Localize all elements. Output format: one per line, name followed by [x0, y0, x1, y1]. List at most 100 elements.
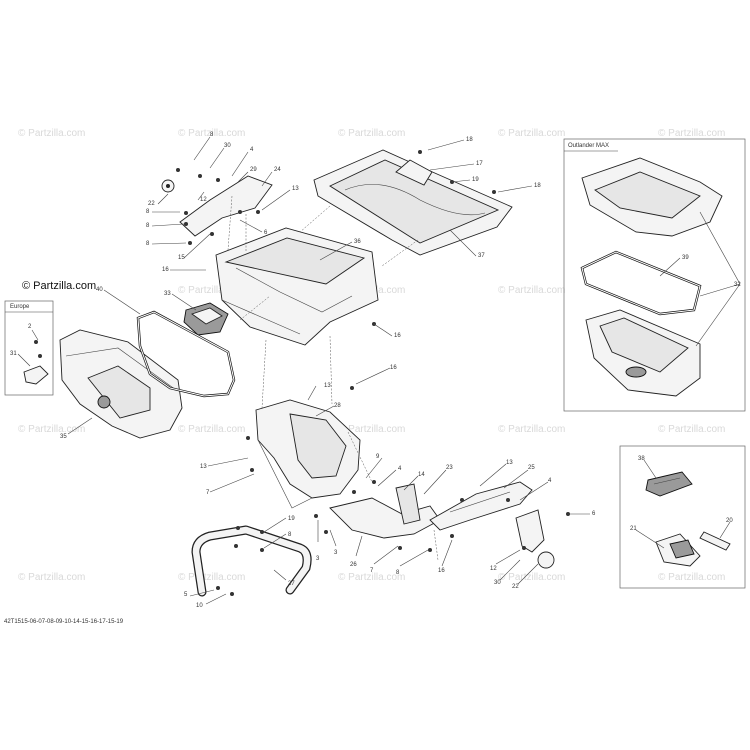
- watermark: © Partzilla.com: [338, 424, 406, 435]
- europe-inset-frame: [4, 300, 54, 396]
- watermark: © Partzilla.com: [338, 128, 406, 139]
- callout-23: 23: [446, 465, 453, 471]
- watermark: © Partzilla.com: [178, 424, 246, 435]
- callout-39: 39: [682, 255, 689, 261]
- watermark: © Partzilla.com: [18, 424, 86, 435]
- callout-28: 28: [334, 403, 341, 409]
- europe-label: Europe: [10, 304, 30, 310]
- callout-18: 18: [466, 137, 473, 143]
- gasket: [136, 310, 236, 398]
- callout-32: 32: [734, 282, 741, 288]
- callout-22: 22: [512, 584, 519, 590]
- max-box-gasket: [580, 250, 702, 316]
- callout-3: 3: [316, 556, 320, 562]
- front-bracket: [161, 175, 273, 237]
- watermark: © Partzilla.com: [658, 128, 726, 139]
- callout-24: 24: [274, 167, 281, 173]
- callout-20: 20: [726, 518, 733, 524]
- watermark: © Partzilla.com: [498, 572, 566, 583]
- callout-30: 30: [494, 580, 501, 586]
- wheel-housing: [255, 399, 361, 509]
- watermark: © Partzilla.com: [18, 128, 86, 139]
- callout-13: 13: [292, 186, 299, 192]
- callout-4: 4: [250, 147, 254, 153]
- watermark: © Partzilla.com: [658, 424, 726, 435]
- callout-8: 8: [146, 241, 150, 247]
- watermark: © Partzilla.com: [18, 572, 86, 583]
- callout-13: 13: [324, 383, 331, 389]
- watermark: © Partzilla.com: [498, 128, 566, 139]
- watermark: © Partzilla.com: [498, 285, 566, 296]
- callout-8: 8: [146, 209, 150, 215]
- brand-logo-text: © Partzilla.com: [22, 280, 97, 292]
- callout-7: 7: [206, 490, 210, 496]
- callout-4: 4: [398, 466, 402, 472]
- callout-35: 35: [60, 434, 67, 440]
- callout-8: 8: [210, 132, 214, 138]
- callout-17: 17: [476, 161, 483, 167]
- accessory-latch: [645, 471, 693, 497]
- outlander-max-frame: [563, 138, 746, 412]
- callout-8: 8: [146, 223, 150, 229]
- callout-19: 19: [288, 516, 295, 522]
- watermark: © Partzilla.com: [178, 128, 246, 139]
- accessory-kit-frame: [619, 445, 746, 589]
- callout-13: 13: [506, 460, 513, 466]
- callout-19: 19: [472, 177, 479, 183]
- callout-16: 16: [438, 568, 445, 574]
- callout-29: 29: [250, 167, 257, 173]
- callout-30: 30: [224, 143, 231, 149]
- callout-12: 12: [490, 566, 497, 572]
- callout-38: 38: [638, 456, 645, 462]
- watermark: © Partzilla.com: [338, 572, 406, 583]
- callout-12: 12: [200, 197, 207, 203]
- callout-21: 21: [630, 526, 637, 532]
- callout-9: 9: [376, 454, 380, 460]
- hinge-bracket: [515, 509, 555, 569]
- callout-16: 16: [390, 365, 397, 371]
- watermark: © Partzilla.com: [178, 285, 246, 296]
- hardware-fasteners: [34, 150, 570, 596]
- storage-box: [215, 227, 379, 346]
- watermark: © Partzilla.com: [658, 572, 726, 583]
- outlander-max-label: Outlander MAX: [568, 143, 610, 149]
- watermark: © Partzilla.com: [498, 424, 566, 435]
- callout-25: 25: [528, 465, 535, 471]
- callout-40: 40: [96, 287, 103, 293]
- accessory-key: [699, 531, 731, 551]
- callout-31: 31: [10, 351, 17, 357]
- callout-8: 8: [288, 532, 292, 538]
- max-box-lid: [581, 157, 723, 237]
- callout-10: 10: [196, 603, 203, 609]
- diagram-code: 42T1515-06-07-08-09-10-14-15-16-17-15-19: [4, 619, 124, 625]
- callout-6: 6: [592, 511, 596, 517]
- accessory-cable-kit: [655, 533, 701, 567]
- callout-8: 8: [396, 570, 400, 576]
- callout-15: 15: [178, 255, 185, 261]
- alignment-dashes: [227, 195, 439, 561]
- front-panel: [59, 329, 183, 439]
- watermark: © Partzilla.com: [178, 572, 246, 583]
- callout-26: 26: [350, 562, 357, 568]
- max-box-tub: [585, 309, 701, 397]
- callout-7: 7: [370, 568, 374, 574]
- side-rail: [429, 481, 533, 531]
- rear-tray: [313, 149, 513, 256]
- callout-5: 5: [184, 592, 188, 598]
- europe-bracket: [23, 365, 49, 385]
- callout-33: 33: [164, 291, 171, 297]
- bumper-tube: [191, 525, 312, 597]
- callout-16: 16: [394, 333, 401, 339]
- callout-36: 36: [354, 239, 361, 245]
- leader-lines: [17, 136, 741, 605]
- latch-assembly: [183, 302, 229, 336]
- cross-bracket: [329, 483, 441, 539]
- callout-13: 13: [200, 464, 207, 470]
- callout-6: 6: [264, 230, 268, 236]
- callout-3: 3: [334, 550, 338, 556]
- callout-37: 37: [478, 253, 485, 259]
- callout-14: 14: [418, 472, 425, 478]
- callout-27: 27: [288, 581, 295, 587]
